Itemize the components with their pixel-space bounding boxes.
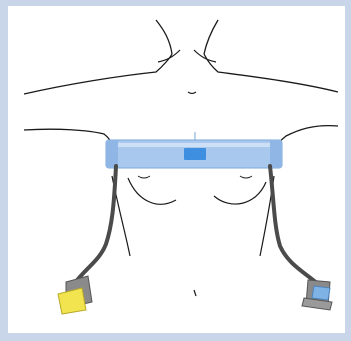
- shoulder-right: [204, 54, 338, 92]
- probe-left-tip: [58, 288, 86, 314]
- shoulder-left: [24, 54, 172, 94]
- cable-right: [270, 166, 318, 284]
- cable-left: [74, 166, 116, 284]
- breast-curve-left: [128, 178, 176, 204]
- arm-line-left: [24, 129, 118, 166]
- neck-line-left: [156, 20, 172, 54]
- navel: [194, 290, 196, 296]
- probe-right: [302, 280, 332, 310]
- neck-line-right: [204, 20, 218, 54]
- probe-right-tip: [312, 286, 330, 300]
- nipple-right: [240, 176, 252, 178]
- sternum-mark: [188, 92, 196, 94]
- illustration-canvas: [8, 6, 345, 333]
- torso-illustration: [8, 6, 345, 333]
- nipple-left: [138, 176, 150, 178]
- breast-curve-right: [214, 182, 266, 204]
- collarbone-left: [158, 50, 180, 62]
- chest-strap: [106, 132, 282, 168]
- probe-left: [58, 276, 92, 314]
- strap-sensor: [184, 148, 206, 160]
